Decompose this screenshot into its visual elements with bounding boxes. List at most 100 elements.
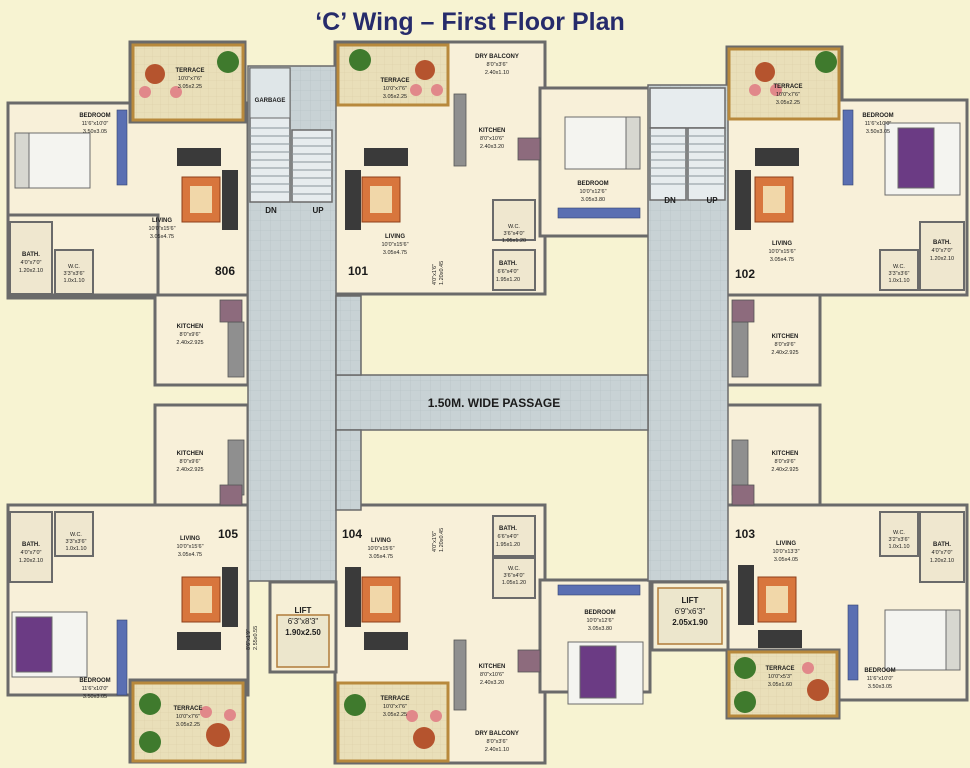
room-name: DRY BALCONY: [475, 731, 519, 737]
stair-right-dn: DN: [664, 196, 676, 205]
room-size-metric: 3.50x3.05: [83, 129, 107, 135]
garbage-label: GARBAGE: [255, 98, 286, 104]
wet-areas: [9, 199, 965, 599]
room-size-imperial: 10'0"x12'6": [586, 618, 613, 624]
room-name: TERRACE: [175, 68, 204, 74]
room-size-imperial: 11'6"x10'0": [82, 121, 109, 127]
room-name: BATH.: [933, 240, 951, 246]
room-name: KITCHEN: [177, 451, 204, 457]
room-size-imperial: 10'0"x7'6": [383, 704, 407, 710]
room-size-metric: 3.50x3.05: [866, 129, 890, 135]
plan-title: ‘C’ Wing – First Floor Plan: [315, 8, 625, 36]
room-size-metric: 1.0x1.10: [63, 278, 84, 284]
room-size-metric: 1.20x2.10: [19, 558, 43, 564]
room-size-imperial: 3'3"x3'6": [889, 271, 910, 277]
room-size-metric: 3.05x2.25: [176, 722, 200, 728]
room-size-imperial: 6'6"x4'0": [498, 269, 519, 275]
room-size-metric: 3.05x1.60: [768, 682, 792, 688]
room-size-imperial: 10'0"x15'6": [176, 544, 203, 550]
room-name: TERRACE: [380, 78, 409, 84]
room-name: LIVING: [772, 241, 792, 247]
room-name: TERRACE: [773, 84, 802, 90]
wardrobes: [116, 109, 859, 696]
room-size-metric: 3.05x2.25: [383, 94, 407, 100]
room-labels: TERRACE 10'0"x7'6" 3.05x2.25 BEDROOM 11'…: [19, 54, 954, 753]
room-size-imperial: 4'0"x7'0": [932, 248, 953, 254]
unit-104: 104: [342, 527, 362, 541]
room-size-imperial: 8'0"x3'6": [487, 739, 508, 745]
room-size-metric: 2.40x2.925: [771, 467, 798, 473]
room-size-metric: 2.40x1.10: [485, 747, 509, 753]
room-size-metric: 3.05x4.05: [774, 557, 798, 563]
duct-size-imperial: 4'0"x1'6": [432, 264, 438, 285]
room-name: KITCHEN: [772, 451, 799, 457]
room-size-metric: 3.05x3.80: [581, 197, 605, 203]
lift-right-size-imperial: 6'9"x6'3": [675, 607, 706, 616]
room-name: LIVING: [180, 536, 200, 542]
room-name: LIVING: [385, 234, 405, 240]
room-name: BATH.: [499, 261, 517, 267]
room-name: W.C.: [893, 264, 905, 270]
room-name: BEDROOM: [862, 113, 893, 119]
room-size-imperial: 10'0"x5'3": [768, 674, 792, 680]
room-size-imperial: 8'0"x3'6": [487, 62, 508, 68]
room-size-imperial: 10'0"x15'6": [148, 226, 175, 232]
room-size-metric: 1.05x1.20: [502, 238, 526, 244]
room-name: TERRACE: [765, 666, 794, 672]
room-size-imperial: 11'6"x10'0": [82, 686, 109, 692]
passage-label: 1.50M. WIDE PASSAGE: [428, 396, 560, 410]
lift-left-size-imperial: 6'3"x8'3": [288, 617, 319, 626]
room-size-metric: 1.95x1.20: [496, 277, 520, 283]
room-size-metric: 2.40x3.20: [480, 144, 504, 150]
duct-size-metric: 2.55x0.55: [253, 626, 259, 650]
lift-left: LIFT 6'3"x8'3" 1.90x2.50: [268, 580, 338, 674]
living-furniture: [177, 148, 802, 650]
lift-left-label: LIFT: [295, 606, 312, 615]
lift-right-label: LIFT: [682, 596, 699, 605]
room-name: BATH.: [933, 542, 951, 548]
room-size-imperial: 3'2"x3'6": [889, 537, 910, 543]
room-size-metric: 2.40x3.20: [480, 680, 504, 686]
room-size-metric: 3.05x4.75: [770, 257, 794, 263]
room-size-imperial: 10'0"x7'6": [776, 92, 800, 98]
room-size-metric: 3.50x3.05: [868, 684, 892, 690]
room-size-imperial: 3'6"x4'0": [504, 231, 525, 237]
room-size-imperial: 4'0"x7'0": [21, 260, 42, 266]
room-name: BEDROOM: [577, 181, 608, 187]
room-size-imperial: 4'0"x7'0": [21, 550, 42, 556]
room-name: TERRACE: [173, 706, 202, 712]
unit-101: 101: [348, 264, 368, 278]
room-size-imperial: 8'0"x9'6": [180, 332, 201, 338]
room-name: LIVING: [776, 541, 796, 547]
room-size-imperial: 4'0"x7'0": [932, 550, 953, 556]
room-size-metric: 3.05x3.80: [588, 626, 612, 632]
room-size-imperial: 10'0"x15'6": [381, 242, 408, 248]
room-size-metric: 3.05x4.75: [369, 554, 393, 560]
unit-806: 806: [215, 264, 235, 278]
room-name: BEDROOM: [864, 668, 895, 674]
room-name: KITCHEN: [772, 334, 799, 340]
kitchen-counters: [219, 93, 755, 711]
room-size-imperial: 10'0"x7'6": [383, 86, 407, 92]
room-name: BATH.: [499, 526, 517, 532]
duct-size-metric: 1.20x0.45: [439, 528, 445, 552]
staircase-right: [649, 87, 726, 201]
room-name: TERRACE: [380, 696, 409, 702]
room-size-metric: 3.05x4.75: [383, 250, 407, 256]
room-size-metric: 3.05x2.25: [178, 84, 202, 90]
unit-105: 105: [218, 527, 238, 541]
room-size-metric: 2.40x2.925: [771, 350, 798, 356]
room-size-imperial: 6'6"x4'0": [498, 534, 519, 540]
room-size-imperial: 8'0"x9'6": [775, 459, 796, 465]
beds: [11, 116, 961, 705]
stair-right-up: UP: [706, 196, 718, 205]
room-size-imperial: 10'0"x15'6": [367, 546, 394, 552]
room-name: BEDROOM: [79, 678, 110, 684]
stair-left-dn: DN: [265, 206, 277, 215]
terrace-furniture: [139, 49, 837, 753]
room-size-imperial: 3'3"x3'6": [66, 539, 87, 545]
room-size-metric: 1.0x1.10: [888, 544, 909, 550]
room-size-imperial: 8'0"x10'6": [480, 672, 504, 678]
room-size-metric: 3.50x3.05: [83, 694, 107, 700]
